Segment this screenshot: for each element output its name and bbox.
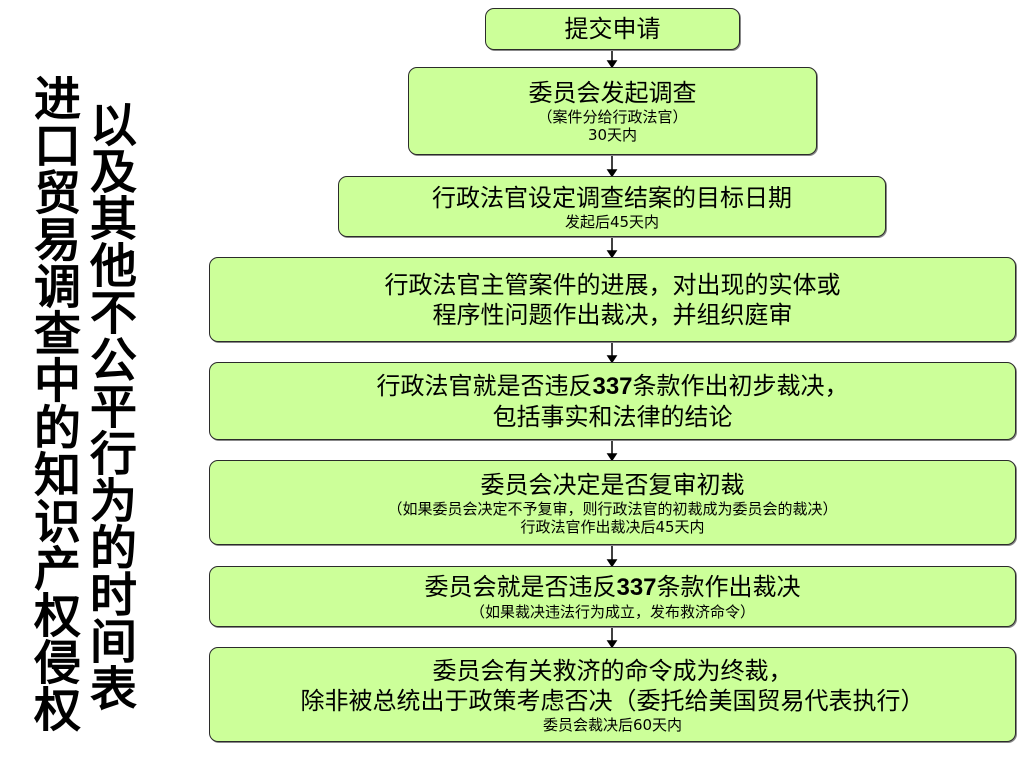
- step-title-2: 包括事实和法律的结论: [492, 402, 733, 431]
- step-title-b: 条款作出初步裁决，: [632, 371, 849, 400]
- step-note: （如果裁决违法行为成立，发布救济命令）: [469, 603, 755, 621]
- step-title-b: 条款作出裁决: [656, 573, 801, 601]
- step-target-date: 行政法官设定调查结案的目标日期 发起后45天内: [338, 176, 886, 237]
- step-title: 委员会发起调查: [528, 79, 697, 107]
- title-line-2: 以及其他不公平行为的时间表: [81, 100, 136, 711]
- step-note: （如果委员会决定不予复审，则行政法官的初裁成为委员会的裁决）: [387, 499, 838, 518]
- step-time: 委员会裁决后60天内: [542, 715, 683, 734]
- step-title: 委员会决定是否复审初裁: [480, 470, 745, 499]
- step-commission-determination: 委员会就是否违反337条款作出裁决 （如果裁决违法行为成立，发布救济命令）: [209, 566, 1016, 627]
- step-title-a: 行政法官就是否违反: [376, 371, 593, 400]
- step-title-2: 除非被总统出于政策考虑否决（委托给美国贸易代表执行）: [300, 686, 925, 715]
- step-commission-initiates: 委员会发起调查 （案件分给行政法官） 30天内: [408, 67, 817, 155]
- step-time: 行政法官作出裁决后45天内: [520, 517, 705, 536]
- step-title-a: 委员会就是否违反: [424, 573, 617, 601]
- step-review-decision: 委员会决定是否复审初裁 （如果委员会决定不予复审，则行政法官的初裁成为委员会的裁…: [209, 460, 1016, 545]
- step-title: 委员会有关救济的命令成为终裁，: [432, 656, 793, 685]
- step-title: 行政法官设定调查结案的目标日期: [432, 183, 792, 212]
- step-judge-manages: 行政法官主管案件的进展，对出现的实体或 程序性问题作出裁决，并组织庭审: [209, 257, 1016, 342]
- step-note: （案件分给行政法官）: [537, 108, 688, 126]
- step-initial-determination: 行政法官就是否违反337条款作出初步裁决， 包括事实和法律的结论: [209, 362, 1016, 440]
- step-final-remedy: 委员会有关救济的命令成为终裁， 除非被总统出于政策考虑否决（委托给美国贸易代表执…: [209, 647, 1016, 742]
- step-title: 委员会就是否违反337条款作出裁决: [424, 572, 800, 603]
- step-title: 行政法官主管案件的进展，对出现的实体或: [384, 270, 841, 299]
- step-time: 30天内: [587, 126, 638, 144]
- step-title-num: 337: [592, 372, 633, 400]
- step-time: 发起后45天内: [564, 212, 660, 231]
- step-title-2: 程序性问题作出裁决，并组织庭审: [432, 300, 793, 329]
- step-submit-application: 提交申请: [485, 8, 740, 50]
- title-line-1: 进口贸易调查中的知识产权侵权: [25, 74, 80, 732]
- step-title-num: 337: [616, 574, 657, 601]
- step-title: 提交申请: [564, 15, 661, 43]
- step-title: 行政法官就是否违反337条款作出初步裁决，: [376, 371, 848, 402]
